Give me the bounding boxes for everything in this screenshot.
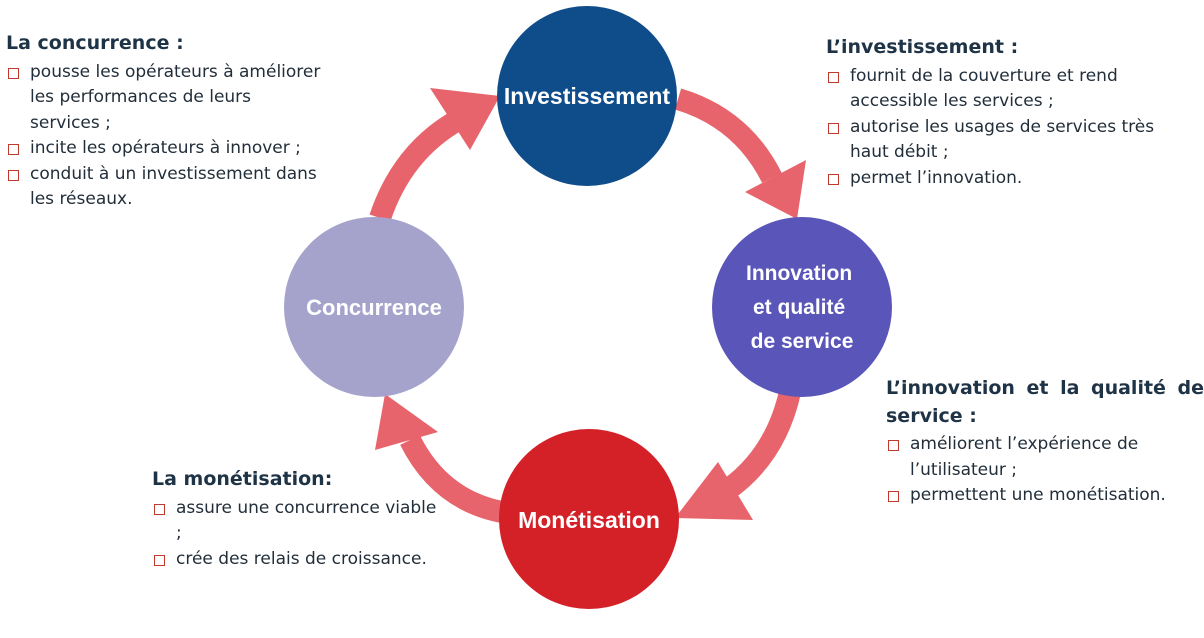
panel-monetisation-list: assure une concurrence viable ; crée des… [152,496,442,573]
node-investissement: Investissement [497,6,677,186]
node-concurrence: Concurrence [284,217,464,397]
list-item-text: fournit de la couverture et rend accessi… [850,65,1118,112]
list-item: conduit à un investissement dans les rés… [6,162,324,213]
list-item: crée des relais de croissance. [152,547,442,573]
node-innovation: Innovation et qualité de service [712,217,892,397]
arrow-investissement-to-innovation [674,88,806,219]
node-concurrence-label: Concurrence [306,295,442,320]
node-monetisation-label: Monétisation [518,507,660,533]
list-item: pousse les opérateurs à améliorer les pe… [6,60,324,137]
list-item: assure une concurrence viable ; [152,496,442,547]
node-investissement-label: Investissement [504,83,671,109]
list-item-text: permet l’innovation. [850,167,1023,188]
checkbox-bullet-icon [154,503,165,515]
node-innovation-line-3: de service [751,330,854,353]
list-item-text: améliorent l’expérience de l’utilisateur… [910,434,1139,480]
list-item: incite les opérateurs à innover ; [6,136,324,162]
node-monetisation: Monétisation [499,429,679,609]
checkbox-bullet-icon [154,554,165,566]
list-item: permet l’innovation. [826,166,1196,192]
node-innovation-line-2: et qualité [753,296,845,319]
checkbox-bullet-icon [888,440,899,452]
panel-monetisation: La monétisation: assure une concurrence … [152,466,442,572]
checkbox-bullet-icon [828,173,839,185]
arrow-monetisation-to-concurrence [375,394,505,523]
list-item-text: assure une concurrence viable ; [176,497,437,544]
node-innovation-line-1: Innovation [746,262,852,285]
panel-concurrence-title: La concurrence : [6,32,184,54]
list-item: permettent une monétisation. [886,483,1204,509]
list-item: fournit de la couverture et rend accessi… [826,64,1196,115]
checkbox-bullet-icon [8,169,19,181]
list-item: améliorent l’expérience de l’utilisateur… [886,432,1204,483]
panel-innovation: L’innovation et la qualité de service : … [886,375,1204,509]
checkbox-bullet-icon [828,122,839,134]
checkbox-bullet-icon [888,491,899,503]
list-item-text: crée des relais de croissance. [176,548,427,569]
panel-concurrence-list: pousse les opérateurs à améliorer les pe… [6,60,324,213]
list-item-text: autorise les usages de services très hau… [850,116,1155,163]
arrow-concurrence-to-investissement [369,88,500,222]
checkbox-bullet-icon [8,67,19,79]
panel-innovation-list: améliorent l’expérience de l’utilisateur… [886,432,1204,509]
checkbox-bullet-icon [828,71,839,83]
node-innovation-label: Innovation et qualité de service [746,262,858,353]
panel-investissement-title: L’investissement : [826,36,1019,58]
panel-investissement: L’investissement : fournit de la couvert… [826,34,1196,191]
list-item-text: incite les opérateurs à innover ; [30,138,301,159]
panel-investissement-list: fournit de la couverture et rend accessi… [826,64,1196,192]
arrow-innovation-to-monetisation [675,389,801,520]
panel-monetisation-title: La monétisation: [152,468,333,490]
list-item: autorise les usages de services très hau… [826,115,1196,166]
list-item-text: permettent une monétisation. [910,485,1166,506]
panel-concurrence: La concurrence : pousse les opérateurs à… [6,30,324,213]
list-item-text: pousse les opérateurs à améliorer les pe… [30,61,321,133]
panel-innovation-title: L’innovation et la qualité de service : [886,377,1204,427]
list-item-text: conduit à un investissement dans les rés… [30,163,317,210]
checkbox-bullet-icon [8,144,19,156]
